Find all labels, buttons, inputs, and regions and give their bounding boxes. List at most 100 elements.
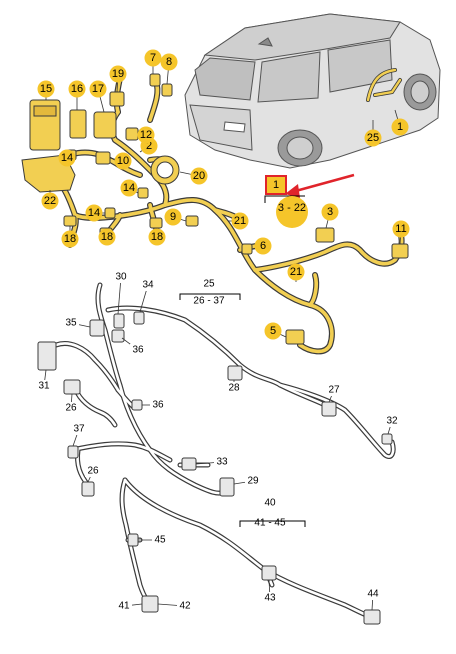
callout-label-bg xyxy=(245,475,261,487)
callout-label-bg xyxy=(214,456,230,468)
callout-label-6: 6 xyxy=(260,240,266,252)
callout-badge xyxy=(231,212,249,230)
connector-18a xyxy=(63,215,77,227)
callout-badge xyxy=(120,179,138,197)
callout-label-1: 1 xyxy=(397,121,403,133)
callout-label-8: 8 xyxy=(166,56,172,68)
callout-badge xyxy=(89,80,107,98)
callout-label-bg xyxy=(226,382,242,394)
connector-4 xyxy=(315,227,335,243)
callout-label-bg xyxy=(63,317,79,329)
callout-label-40: 40 xyxy=(264,498,276,509)
callout-label-7: 7 xyxy=(150,52,156,64)
callout-label-bg xyxy=(116,600,132,612)
connector-36a xyxy=(111,329,125,343)
connector-14b xyxy=(137,187,149,199)
callout-badge xyxy=(321,203,339,221)
callout-badge xyxy=(391,118,409,136)
callout-label-31: 31 xyxy=(38,381,50,392)
callout-badge xyxy=(148,228,166,246)
connector-12 xyxy=(125,127,139,141)
callout-label-bg xyxy=(113,271,129,283)
connector-6 xyxy=(241,243,253,255)
connector-26a xyxy=(63,379,81,395)
callout-label-41-45: 41 - 45 xyxy=(254,518,286,529)
highlight-part-label: 1 xyxy=(273,179,279,191)
callout-label-10: 10 xyxy=(117,155,129,167)
callout-badge xyxy=(68,80,86,98)
connector-30 xyxy=(113,313,125,329)
callout-label-36: 36 xyxy=(132,345,144,356)
callout-badge xyxy=(392,220,410,238)
connector-45 xyxy=(127,533,139,547)
callout-label-20: 20 xyxy=(193,170,205,182)
callout-label-19: 19 xyxy=(112,68,124,80)
connector-11 xyxy=(391,243,409,259)
callout-label-9: 9 xyxy=(170,211,176,223)
connector-7 xyxy=(149,73,161,87)
callout-label-bg xyxy=(71,423,87,435)
callout-label-30: 30 xyxy=(115,272,127,283)
connector-14c xyxy=(104,207,116,219)
callout-label-14: 14 xyxy=(88,207,100,219)
callout-label-25: 25 xyxy=(203,279,215,290)
callout-label-14: 14 xyxy=(61,152,73,164)
callout-badge xyxy=(85,204,103,222)
callout-label-43: 43 xyxy=(264,593,276,604)
connector-41-42 xyxy=(141,595,159,613)
connector-33 xyxy=(181,457,197,471)
callout-label-26-37: 26 - 37 xyxy=(193,296,225,307)
callout-label-bg xyxy=(384,415,400,427)
callout-label-35: 35 xyxy=(65,318,77,329)
callout-badge xyxy=(109,65,127,83)
highlight-range-label: 3 - 22 xyxy=(278,202,306,214)
callout-badge xyxy=(364,129,382,147)
connector-29 xyxy=(219,477,235,497)
callout-badge xyxy=(164,208,182,226)
callout-label-12: 12 xyxy=(140,129,152,141)
callout-label-bg xyxy=(262,592,278,604)
callout-label-21: 21 xyxy=(234,215,246,227)
callout-label-15: 15 xyxy=(40,83,52,95)
callout-label-bg xyxy=(63,402,79,414)
callout-label-18: 18 xyxy=(64,233,76,245)
callout-badge xyxy=(254,237,272,255)
connector-35 xyxy=(89,319,105,337)
car-interior-harness xyxy=(366,68,402,102)
callout-label-bg xyxy=(152,534,168,546)
connector-28 xyxy=(227,365,243,381)
callout-label-17: 17 xyxy=(92,83,104,95)
callout-badge xyxy=(61,230,79,248)
callout-label-32: 32 xyxy=(386,416,398,427)
highlight-box xyxy=(265,175,287,195)
callout-label-42: 42 xyxy=(179,601,191,612)
connector-36b xyxy=(131,399,143,411)
callout-badge xyxy=(264,322,282,340)
connector-43 xyxy=(261,565,277,581)
connector-32 xyxy=(381,433,393,445)
callout-label-27: 27 xyxy=(328,385,340,396)
connector-44 xyxy=(363,609,381,625)
connector-19 xyxy=(109,91,125,107)
callout-label-bg xyxy=(150,399,166,411)
callout-label-34: 34 xyxy=(142,280,154,291)
callout-label-29: 29 xyxy=(247,476,259,487)
callout-label-37: 37 xyxy=(73,424,85,435)
callout-label-44: 44 xyxy=(367,589,379,600)
callout-label-36: 36 xyxy=(152,400,164,411)
red-arrow xyxy=(285,173,355,198)
callout-label-16: 16 xyxy=(71,83,83,95)
callout-label-18: 18 xyxy=(101,231,113,243)
callout-label-18: 18 xyxy=(151,231,163,243)
callout-label-3: 3 xyxy=(327,206,333,218)
callout-badge xyxy=(37,80,55,98)
callout-label-45: 45 xyxy=(154,535,166,546)
connector-10 xyxy=(95,151,111,165)
connector-5 xyxy=(285,329,305,345)
callout-label-5: 5 xyxy=(270,325,276,337)
callout-label-2: 2 xyxy=(146,140,152,152)
callout-badge xyxy=(114,152,132,170)
connector-26b xyxy=(81,481,95,497)
